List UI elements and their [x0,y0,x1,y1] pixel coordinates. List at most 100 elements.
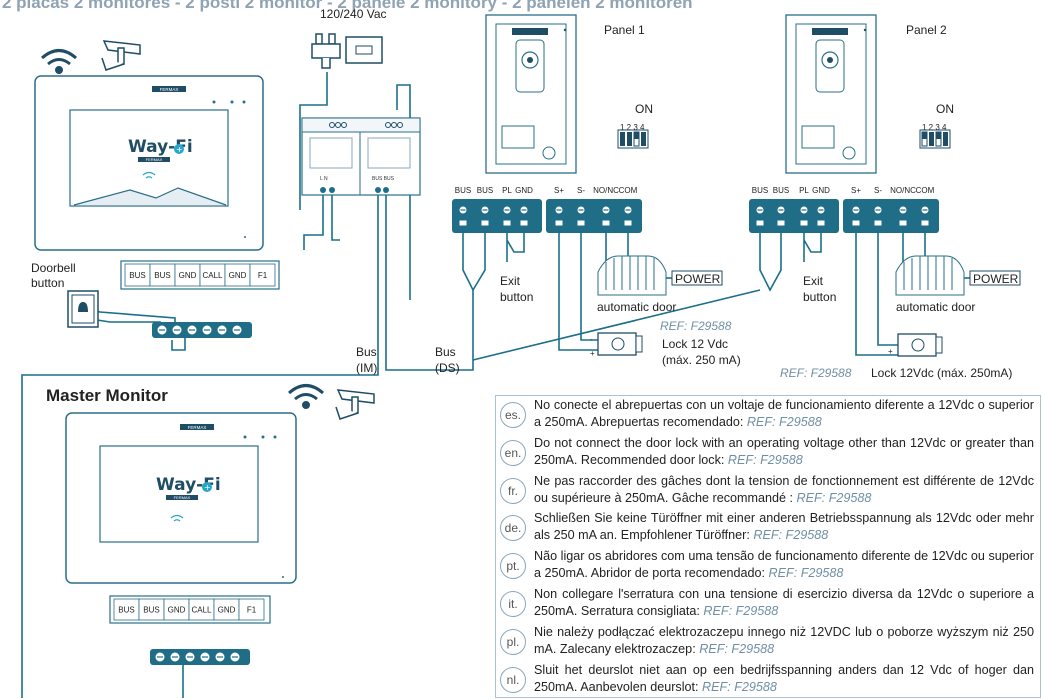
note-ref: REF: F29588 [753,528,829,543]
wifi-icon [288,384,324,409]
note-text: Não ligar os abridores com uma tensão de… [534,549,1034,581]
panel-1-dip-on: ON [635,102,653,116]
svg-text:POWER: POWER [973,272,1019,286]
panel-terminal-label: NO/NC [593,186,619,195]
note-text: Non collegare l'serratura con una tensio… [534,587,1034,618]
camera-icon [101,40,141,71]
panel-2-exit-label: Exit [803,274,824,288]
note-ref: REF: F29588 [703,604,779,618]
panel-1-terminal-block [452,199,642,233]
note-text: Sluit het deurslot niet aan op een bedri… [534,662,1034,694]
panel-terminal-label: S- [577,186,585,195]
svg-text:button: button [500,290,533,304]
svg-text:(IM): (IM) [356,361,377,375]
panel-1-lock: - + [590,332,643,358]
panel-2-lock: + [888,333,943,357]
call-button-icon [842,146,856,160]
svg-text:FERMAX: FERMAX [146,157,163,162]
panel-terminal-label: BUS [455,186,471,195]
svg-text:BUS BUS: BUS BUS [372,176,395,182]
warning-notes: es. No conecte el abrepuertas con un volt… [495,395,1041,698]
distributor-master [150,649,250,665]
panel-terminal-label: COM [619,186,638,195]
panel-1-exit-label: Exit [500,274,521,288]
monitor-terminal-label: F1 [258,271,268,280]
monitor-top: FERMAX Way-Fi + FERMAX [34,75,264,251]
panel-terminal-label: GND [812,186,830,195]
warning-note: de.Schließen Sie keine Türöffner mit ein… [496,509,1042,547]
svg-text:button: button [31,276,64,290]
panel-terminal-label: S+ [554,186,564,195]
panel-terminal-label: COM [916,186,935,195]
warning-note: nl. Sluit het deurslot niet aan op een be… [496,661,1042,699]
note-text: No conecte el abrepuertas con un voltaje… [534,398,1034,429]
monitor-master: FERMAX Way-Fi + FERMAX [65,412,297,584]
panel-terminal-label: BUS [773,186,789,195]
monitor-terminal-label: CALL [202,271,223,280]
panel-1-lock-label: Lock 12 Vdc [662,337,728,351]
panel-1-dip-switch [617,129,649,149]
house-roof-icon [73,187,227,206]
svg-text:+: + [590,349,595,358]
note-text: Schließen Sie keine Türöffner mit einer … [534,511,1034,543]
panel-terminal-label: PL [799,186,809,195]
socket-icon [345,36,383,64]
bell-icon [78,302,88,312]
panel-2-dip-switch [919,129,951,149]
distributor-top [152,322,252,338]
svg-text:button: button [803,290,836,304]
power-supply: L N BUS BUS [301,117,421,196]
camera-icon [335,389,375,420]
language-badge: es. [500,402,526,428]
warning-note: es. No conecte el abrepuertas con un volt… [496,396,1042,434]
doorbell-label: Doorbell [31,261,76,275]
language-badge: nl. [500,666,526,693]
note-ref: REF: F29588 [727,452,803,467]
svg-text:+: + [176,145,183,154]
bus-ds-label: Bus [435,345,456,359]
svg-text:FERMAX: FERMAX [174,495,191,500]
note-ref: REF: F29588 [796,490,872,505]
doorbell-button [67,290,99,328]
panel-1-automatic-door [597,255,672,296]
svg-text:(máx. 250 mA): (máx. 250 mA) [662,353,741,367]
monitor-terminal-label: BUS [129,271,145,280]
bus-im-label: Bus [356,345,377,359]
note-ref: REF: F29588 [702,679,777,694]
svg-text:POWER: POWER [675,272,721,286]
monitor-terminal-label: BUS [118,606,134,615]
panel-1-power-box [671,270,723,286]
language-badge: it. [500,591,526,617]
panel-terminal-label: GND [515,186,533,195]
monitor-terminal-label: CALL [191,606,212,615]
call-button-icon [542,146,556,160]
panel-terminal-label: PL [502,186,512,195]
plug-icon [311,33,341,69]
warning-note: fr.Ne pas raccorder des gâches dont la t… [496,472,1042,510]
panel-2-automatic-door [895,255,970,296]
note-text: Do not connect the door lock with an ope… [534,435,1034,467]
panel-2-door-label: automatic door [896,300,975,314]
svg-text:+: + [204,483,211,492]
monitor-terminal-label: BUS [143,606,159,615]
panel-terminal-label: S+ [851,186,861,195]
panel-1-door-label: automatic door [597,300,676,314]
monitor-terminal-label: GND [179,271,197,280]
wifi-icon [142,171,156,179]
warning-note: pt.Não ligar os abridores com uma tensão… [496,547,1042,585]
language-badge: fr. [500,477,526,504]
panel-terminal-label: BUS [752,186,768,195]
monitor-terminal-label: BUS [154,271,170,280]
panel-2-terminal-block [749,199,939,233]
language-badge: en. [500,439,526,466]
panel-terminal-label: S- [874,186,882,195]
panel-1 [485,14,577,174]
warning-note: it. Non collegare l'serratura con una ten… [496,585,1042,623]
brand-badge [152,86,186,92]
monitor-terminal-label: F1 [247,606,257,615]
panel-2-lock-label: Lock 12Vdc (máx. 250mA) [871,366,1012,380]
mains-voltage: 120/240 Vac [320,7,387,21]
